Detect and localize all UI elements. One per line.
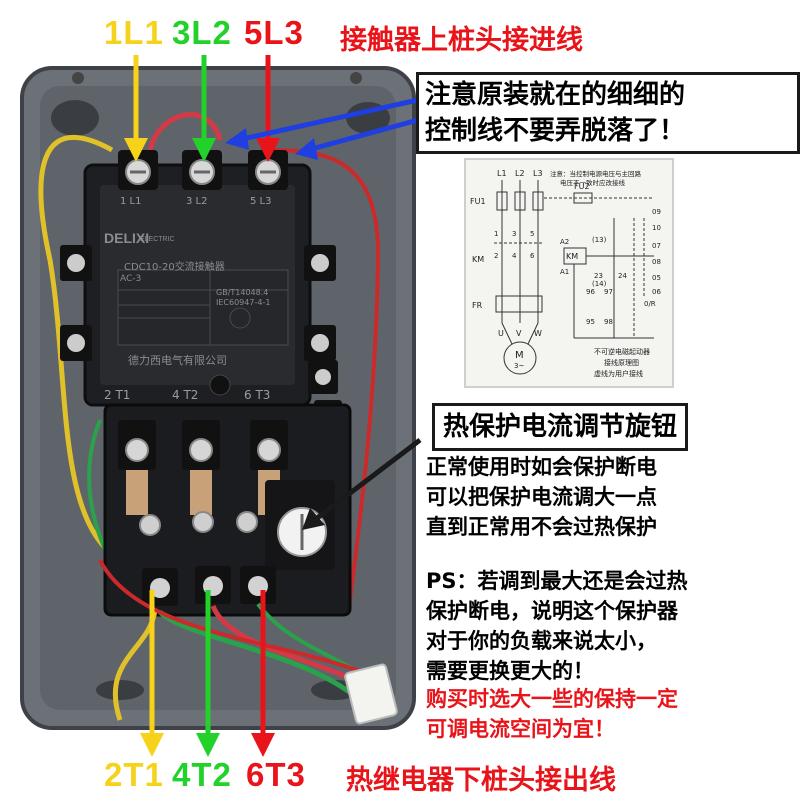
diagram-note-1: 注意：当控制电源电压与主回路 bbox=[550, 169, 642, 178]
diagram-km-coil: KM bbox=[566, 252, 578, 261]
diagram-n1: 1 bbox=[494, 230, 498, 238]
instruction-line-2: 可以把保护电流调大一点 bbox=[426, 485, 657, 509]
diagram-c13: (13) bbox=[592, 236, 607, 244]
label-2t1: 2T1 bbox=[104, 756, 164, 793]
label-6t3: 6T3 bbox=[246, 756, 306, 793]
diagram-10: 10 bbox=[652, 224, 661, 232]
arrow-t3 bbox=[251, 590, 275, 757]
diagram-c14: (14) bbox=[592, 280, 607, 288]
warning-line-1: 注意原装就在的细细的 bbox=[425, 80, 686, 110]
arrow-l3 bbox=[256, 55, 280, 162]
top-caption: 接触器上桩头接进线 bbox=[340, 25, 583, 56]
arrow-t1 bbox=[140, 590, 164, 757]
bottom-caption: 热继电器下桩头接出线 bbox=[346, 765, 616, 796]
contactor-terminal-top-3: 5 L3 bbox=[250, 196, 272, 207]
diagram-07: 07 bbox=[652, 242, 661, 250]
contactor-model: CDC10-20交流接触器 bbox=[124, 262, 225, 273]
diagram-n6: 6 bbox=[530, 252, 535, 260]
diagram-fu1: FU1 bbox=[470, 197, 486, 206]
diagram-fu2: FU2 bbox=[574, 182, 590, 191]
ps-line-3: 对于你的负载来说太小， bbox=[426, 629, 657, 653]
diagram-phase-l2: L2 bbox=[515, 169, 525, 178]
contactor-standard-2: IEC60947-4-1 bbox=[216, 298, 271, 307]
diagram-n4: 4 bbox=[512, 252, 517, 260]
diagram-n3: 3 bbox=[512, 230, 516, 238]
diagram-97: 97 bbox=[604, 288, 613, 296]
label-3l2: 3L2 bbox=[172, 14, 232, 51]
diagram-95: 95 bbox=[586, 318, 595, 326]
contactor-terminal-top-1: 1 L1 bbox=[120, 196, 142, 207]
knob-callout: 热保护电流调节旋钮 bbox=[432, 403, 689, 451]
diagram-phase-l3: L3 bbox=[533, 169, 543, 178]
contactor-terminal-bottom-1: 2 T1 bbox=[104, 388, 131, 402]
arrow-l2 bbox=[192, 55, 216, 162]
diagram-a1: A1 bbox=[560, 268, 569, 276]
label-5l3: 5L3 bbox=[244, 14, 304, 51]
wiring-diagram: L1 L2 L3 FU1 FU2 KM KM FR U V W M 3~ A2 … bbox=[464, 158, 674, 388]
contactor-brand: DELIXI bbox=[104, 230, 150, 246]
diagram-caption-2: 接线原理图 bbox=[604, 358, 639, 367]
diagram-98: 98 bbox=[604, 318, 613, 326]
warning-line-2: 控制线不要弄脱落了！ bbox=[425, 116, 686, 146]
ps-block: PS：若调到最大还是会过热 保护断电，说明这个保护器 对于你的负载来说太小， 需… bbox=[426, 566, 688, 686]
diagram-motor: M bbox=[515, 350, 524, 361]
ps-line-4: 需要更换更大的！ bbox=[426, 659, 594, 683]
purchase-tip-line-1: 购买时选大一些的保持一定 bbox=[426, 687, 678, 711]
label-4t2: 4T2 bbox=[172, 756, 232, 793]
arrow-l1 bbox=[124, 55, 148, 162]
label-1l1: 1L1 bbox=[104, 14, 164, 51]
purchase-tip-block: 购买时选大一些的保持一定 可调电流空间为宜！ bbox=[426, 684, 678, 744]
diagram-96: 96 bbox=[586, 288, 595, 296]
diagram-note-2: 电压不一致时应改接线 bbox=[560, 178, 626, 187]
warning-callout: 注意原装就在的细细的 控制线不要弄脱落了！ bbox=[416, 72, 800, 154]
diagram-fr: FR bbox=[472, 301, 483, 310]
diagram-24: 24 bbox=[618, 272, 627, 280]
diagram-23: 23 bbox=[594, 272, 603, 280]
diagram-09: 09 bbox=[652, 208, 661, 216]
warning-arrows bbox=[225, 97, 419, 160]
contactor-category: AC-3 bbox=[120, 274, 142, 284]
diagram-or: 0/R bbox=[644, 300, 656, 308]
diagram-08: 08 bbox=[652, 258, 661, 266]
diagram-motor-sub: 3~ bbox=[514, 362, 524, 370]
diagram-w: W bbox=[534, 329, 542, 338]
diagram-km: KM bbox=[472, 255, 484, 264]
contactor-standard-1: GB/T14048.4 bbox=[216, 288, 269, 297]
diagram-u: U bbox=[498, 329, 504, 338]
diagram-caption-3: 虚线为用户接线 bbox=[594, 369, 643, 378]
contactor-terminal-bottom-3: 6 T3 bbox=[244, 388, 271, 402]
diagram-n2: 2 bbox=[494, 252, 498, 260]
ps-line-1: PS：若调到最大还是会过热 bbox=[426, 569, 688, 593]
instructions-block: 正常使用时如会保护断电 可以把保护电流调大一点 直到正常用不会过热保护 bbox=[426, 452, 657, 542]
diagram-v: V bbox=[516, 329, 522, 338]
knob-arrow bbox=[302, 438, 422, 530]
diagram-phase-l1: L1 bbox=[497, 169, 507, 178]
ps-line-2: 保护断电，说明这个保护器 bbox=[426, 599, 678, 623]
contactor-maker: 德力西电气有限公司 bbox=[128, 354, 227, 367]
contactor-terminal-top-2: 3 L2 bbox=[186, 196, 208, 207]
diagram-a2: A2 bbox=[560, 238, 569, 246]
diagram-06: 06 bbox=[652, 288, 661, 296]
diagram-n5: 5 bbox=[530, 230, 534, 238]
arrow-t2 bbox=[196, 590, 220, 757]
instruction-line-3: 直到正常用不会过热保护 bbox=[426, 515, 657, 539]
purchase-tip-line-2: 可调电流空间为宜！ bbox=[426, 717, 615, 741]
contactor-terminal-bottom-2: 4 T2 bbox=[172, 388, 199, 402]
diagram-05: 05 bbox=[652, 274, 661, 282]
instruction-line-1: 正常使用时如会保护断电 bbox=[426, 455, 657, 479]
contactor-brand-sub: ELECTRIC bbox=[140, 236, 175, 243]
diagram-caption-1: 不可逆电磁起动器 bbox=[594, 347, 650, 356]
